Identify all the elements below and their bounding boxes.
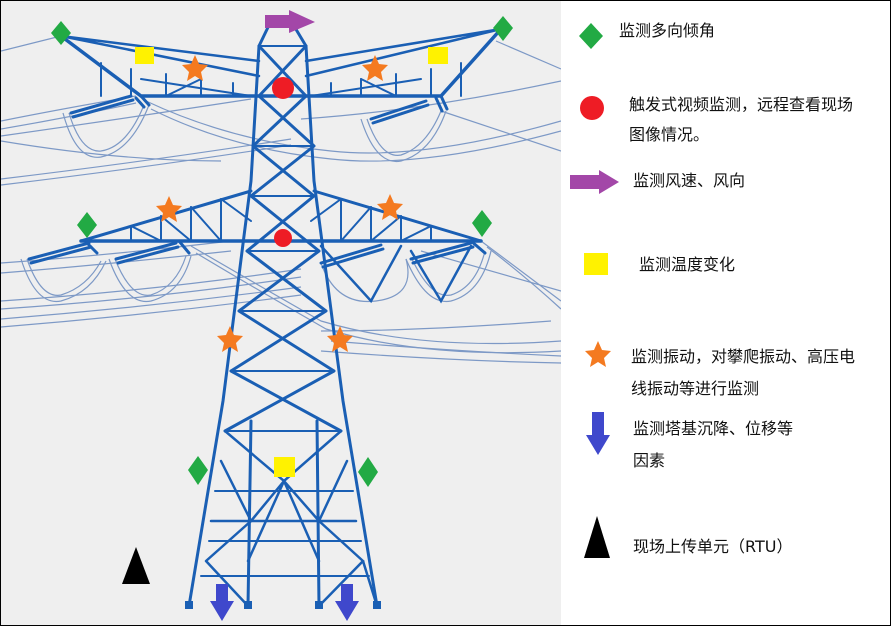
- power-lines: [1, 35, 561, 364]
- power-line: [320, 350, 561, 364]
- rtu-marker: [122, 547, 150, 584]
- power-line: [150, 108, 561, 162]
- power-line: [420, 250, 561, 292]
- legend-label-rtu: 现场上传单元（RTU）: [633, 537, 793, 556]
- power-line: [480, 240, 561, 302]
- tower-illustration: [1, 10, 561, 621]
- vibration-sensor-marker: [217, 326, 243, 352]
- tilt-sensor-marker: [188, 456, 208, 485]
- tilt-sensor-marker: [472, 210, 492, 237]
- power-line: [1, 35, 62, 52]
- tower-diagram: [1, 1, 561, 625]
- legend-label-settlement-line1: 监测塔基沉降、位移等: [633, 419, 794, 438]
- vibration-markers: [156, 55, 403, 352]
- tilt-sensor-marker: [493, 16, 513, 41]
- tilt-sensor-marker: [358, 457, 378, 487]
- power-line: [330, 340, 561, 357]
- power-line: [440, 110, 561, 152]
- orange-star-icon: [585, 341, 611, 367]
- vibration-sensor-marker: [156, 196, 182, 222]
- tower-feet: [185, 601, 381, 609]
- vibration-sensor-marker: [182, 55, 208, 81]
- power-line: [190, 245, 561, 345]
- green-diamond-icon: [579, 23, 603, 49]
- legend-label-vibration-line1: 监测振动，对攀爬振动、高压电: [631, 347, 856, 366]
- tower-foot: [315, 601, 323, 609]
- power-line: [1, 140, 222, 162]
- tilt-sensor-marker: [51, 21, 71, 45]
- power-line: [486, 246, 561, 310]
- power-line: [1, 102, 137, 130]
- settlement-sensor-marker: [210, 584, 234, 621]
- settlement-sensor-marker: [335, 584, 359, 621]
- purple-arrow-right-icon: [570, 170, 619, 194]
- red-circle-icon: [580, 96, 604, 120]
- legend-label-video-line2: 图像情况。: [629, 125, 710, 144]
- insulator-loops: [20, 104, 492, 303]
- legend-label-temperature: 监测温度变化: [639, 255, 736, 274]
- vibration-sensor-marker: [327, 326, 353, 352]
- temperature-sensor-marker: [274, 457, 295, 477]
- legend-label-video-line1: 触发式视频监测，远程查看现场: [629, 95, 854, 114]
- black-triangle-icon: [584, 516, 610, 558]
- vibration-sensor-marker: [377, 194, 403, 220]
- power-line: [145, 100, 561, 154]
- power-line: [1, 268, 302, 302]
- power-line: [1, 240, 232, 264]
- tower-foot: [185, 601, 193, 609]
- lattice-tower: [27, 19, 503, 608]
- power-line: [1, 144, 292, 186]
- temperature-sensor-marker: [135, 47, 154, 64]
- yellow-square-icon: [584, 253, 608, 275]
- tower-foot: [244, 601, 252, 609]
- tilt-sensor-marker: [77, 212, 97, 238]
- legend-label-vibration-line2: 线振动等进行监测: [631, 379, 760, 398]
- power-line: [495, 40, 561, 70]
- vibration-sensor-marker: [362, 55, 388, 81]
- wind-sensor-marker: [265, 10, 315, 33]
- tower-foot: [373, 601, 381, 609]
- video-sensor-marker: [272, 77, 294, 99]
- power-line: [1, 98, 252, 137]
- temperature-sensor-marker: [428, 47, 448, 64]
- legend-label-settlement-line2: 因素: [633, 451, 666, 470]
- video-sensor-marker: [274, 229, 292, 247]
- legend-panel: 监测多向倾角 触发式视频监测，远程查看现场 图像情况。 监测风速、风向 监测温度…: [561, 1, 890, 625]
- legend-label-tilt: 监测多向倾角: [619, 21, 716, 40]
- blue-arrow-down-icon: [586, 412, 610, 455]
- power-line: [1, 276, 302, 310]
- legend-label-wind: 监测风速、风向: [633, 171, 746, 190]
- power-line: [320, 320, 552, 332]
- power-line: [1, 294, 302, 328]
